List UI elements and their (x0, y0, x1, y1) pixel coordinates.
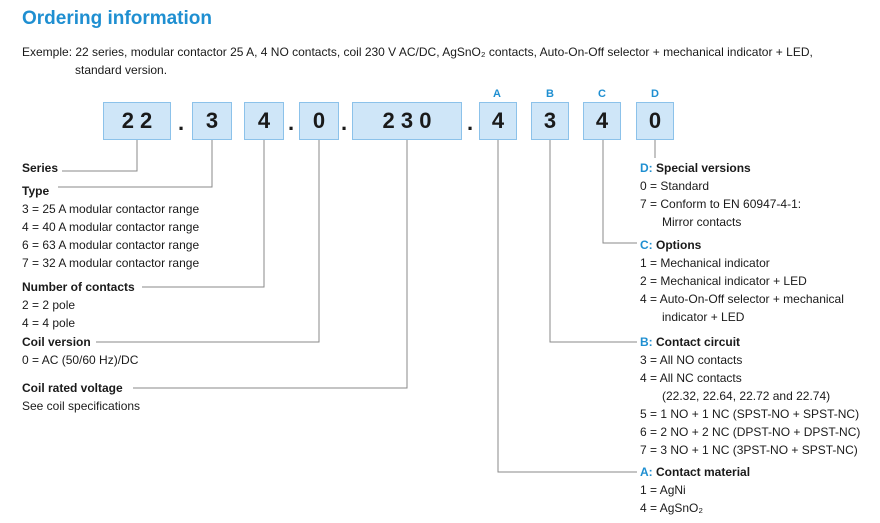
option-d-prefix: D: (640, 161, 653, 175)
contacts-item: 4 = 4 pole (22, 316, 76, 330)
series-label: Series (22, 161, 59, 175)
code-box-coil-version: 0 (299, 102, 339, 140)
special-versions-label: Special versions (656, 161, 751, 175)
contact-circuit-item-cont: (22.32, 22.64, 22.72 and 22.74) (662, 389, 831, 403)
contact-material-label: Contact material (656, 465, 751, 479)
coil-version-label: Coil version (22, 335, 91, 349)
contacts-item: 2 = 2 pole (22, 298, 76, 312)
code-box-a: 4 (479, 102, 517, 140)
options-item: 2 = Mechanical indicator + LED (640, 274, 807, 288)
code-box-d: 0 (636, 102, 674, 140)
special-versions-item: 0 = Standard (640, 179, 710, 193)
contact-circuit-item: 5 = 1 NO + 1 NC (SPST-NO + SPST-NC) (640, 407, 860, 421)
contacts-block: Number of contacts 2 = 2 pole 4 = 4 pole (22, 278, 135, 332)
code-box-type: 3 (192, 102, 232, 140)
contact-circuit-label: Contact circuit (656, 335, 741, 349)
coil-voltage-block: Coil rated voltage See coil specificatio… (22, 379, 140, 415)
letter-d: D (651, 88, 659, 100)
contact-material-item: 1 = AgNi (640, 483, 686, 497)
options-item: 1 = Mechanical indicator (640, 256, 770, 270)
code-dot: . (178, 110, 185, 135)
contact-circuit-item: 4 = All NC contacts (640, 371, 742, 385)
contact-material-block: A: Contact material 1 = AgNi 4 = AgSnO₂ (640, 463, 750, 517)
option-a-prefix: A: (640, 465, 653, 479)
letter-c: C (598, 88, 606, 100)
code-dot: . (467, 110, 474, 135)
special-versions-item-cont: Mirror contacts (662, 215, 742, 229)
page-title: Ordering information (22, 8, 212, 29)
options-block: C: Options 1 = Mechanical indicator 2 = … (640, 236, 844, 326)
contact-circuit-item: 7 = 3 NO + 1 NC (3PST-NO + SPST-NC) (640, 443, 858, 457)
code-box-c: 4 (583, 102, 621, 140)
code-box-series: 2 2 (103, 102, 171, 140)
type-item: 6 = 63 A modular contactor range (22, 238, 200, 252)
contact-circuit-item: 3 = All NO contacts (640, 353, 743, 367)
contact-circuit-item: 6 = 2 NO + 2 NC (DPST-NO + DPST-NC) (640, 425, 861, 439)
contacts-label: Number of contacts (22, 280, 135, 294)
letter-b: B (546, 88, 554, 100)
example-line-1: Exemple: 22 series, modular contactor 25… (22, 45, 813, 59)
code-box-b: 3 (531, 102, 569, 140)
option-c-prefix: C: (640, 238, 653, 252)
type-item: 7 = 32 A modular contactor range (22, 256, 200, 270)
option-b-prefix: B: (640, 335, 653, 349)
special-versions-block: D: Special versions 0 = Standard 7 = Con… (640, 159, 801, 231)
coil-version-block: Coil version 0 = AC (50/60 Hz)/DC (22, 333, 138, 369)
special-versions-item: 7 = Conform to EN 60947-4-1: (640, 197, 802, 211)
coil-voltage-item: See coil specifications (22, 399, 141, 413)
example-line-2: standard version. (75, 63, 168, 77)
coil-voltage-label: Coil rated voltage (22, 381, 123, 395)
letter-a: A (493, 88, 501, 100)
code-box-voltage: 2 3 0 (352, 102, 462, 140)
type-block: Type 3 = 25 A modular contactor range 4 … (22, 182, 199, 272)
options-item-cont: indicator + LED (662, 310, 745, 324)
code-box-contacts: 4 (244, 102, 284, 140)
contact-material-item: 4 = AgSnO₂ (640, 501, 704, 515)
code-dot: . (288, 110, 295, 135)
example-text: Exemple: 22 series, modular contactor 25… (22, 43, 813, 79)
options-item: 4 = Auto-On-Off selector + mechanical (640, 292, 844, 306)
options-label: Options (656, 238, 702, 252)
coil-version-item: 0 = AC (50/60 Hz)/DC (22, 353, 139, 367)
type-item: 3 = 25 A modular contactor range (22, 202, 200, 216)
code-dot: . (341, 110, 348, 135)
contact-circuit-block: B: Contact circuit 3 = All NO contacts 4… (640, 333, 860, 459)
type-label: Type (22, 184, 50, 198)
type-item: 4 = 40 A modular contactor range (22, 220, 200, 234)
